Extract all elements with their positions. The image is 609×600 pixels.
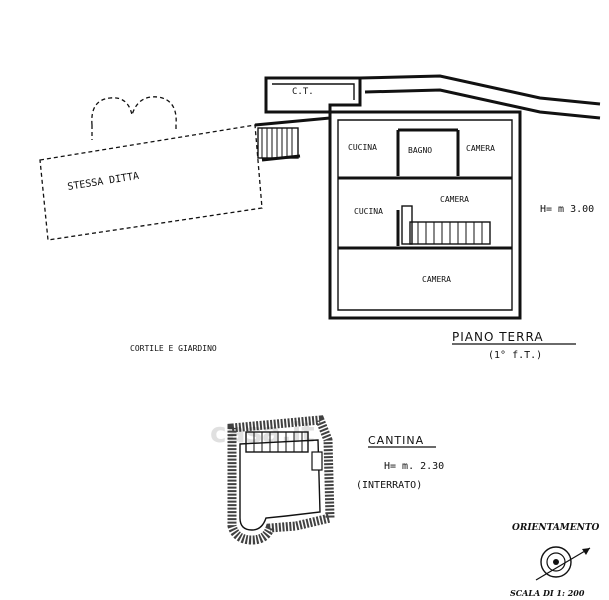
ground-floor-subtitle: (1° f.T.) xyxy=(488,350,542,361)
ct-label: C.T. xyxy=(292,87,314,97)
room-camera-top: CAMERA xyxy=(466,144,495,153)
orientation-label: ORIENTAMENTO xyxy=(512,523,600,533)
room-camera-mid: CAMERA xyxy=(440,195,469,204)
cellar-height: H= m. 2.30 xyxy=(384,461,444,472)
room-cucina-mid: CUCINA xyxy=(354,207,383,216)
scale-label: SCALA DI 1: 200 xyxy=(510,588,585,598)
stairs-cellar xyxy=(245,431,309,453)
stairs-west xyxy=(257,127,299,159)
ground-floor-height: H= m 3.00 xyxy=(540,204,594,215)
compass-icon xyxy=(535,546,591,581)
cellar-walls xyxy=(227,415,335,545)
cellar-note: (INTERRATO) xyxy=(356,480,422,491)
room-bagno: BAGNO xyxy=(408,146,432,155)
room-cucina-top: CUCINA xyxy=(348,143,377,152)
cellar-title: CANTINA xyxy=(368,434,424,447)
stairs-central xyxy=(401,205,491,245)
room-camera-bottom: CAMERA xyxy=(422,275,451,284)
adjacent-property-label: STESSA DITTA xyxy=(67,171,140,193)
courtyard-label: CORTILE E GIARDINO xyxy=(130,344,217,353)
adjacent-property-outline xyxy=(39,96,263,241)
ground-floor-title: PIANO TERRA xyxy=(452,330,544,344)
